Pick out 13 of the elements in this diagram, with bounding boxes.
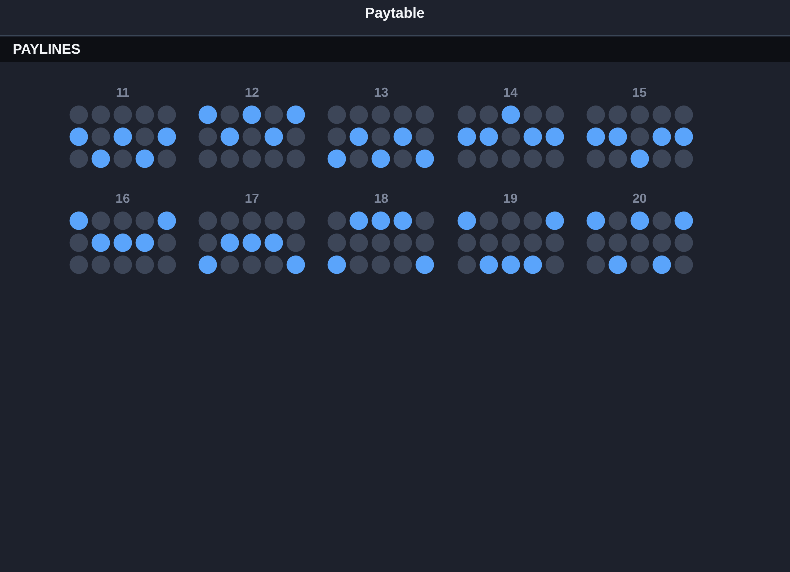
payline-number: 19: [502, 191, 519, 206]
payline-number: 20: [632, 191, 648, 206]
payline-number: 15: [632, 85, 648, 100]
payline-number: 13: [373, 85, 390, 100]
payline-number: 12: [244, 85, 260, 100]
payline-number: 16: [114, 191, 132, 206]
payline-number: 11: [115, 85, 131, 100]
payline-number: 17: [244, 191, 260, 206]
section-heading: PAYLINES: [13, 41, 81, 58]
payline-number: 18: [373, 191, 390, 206]
page-title: Paytable: [364, 6, 426, 23]
section-header-band: [0, 37, 790, 62]
payline-number: 14: [502, 85, 519, 100]
